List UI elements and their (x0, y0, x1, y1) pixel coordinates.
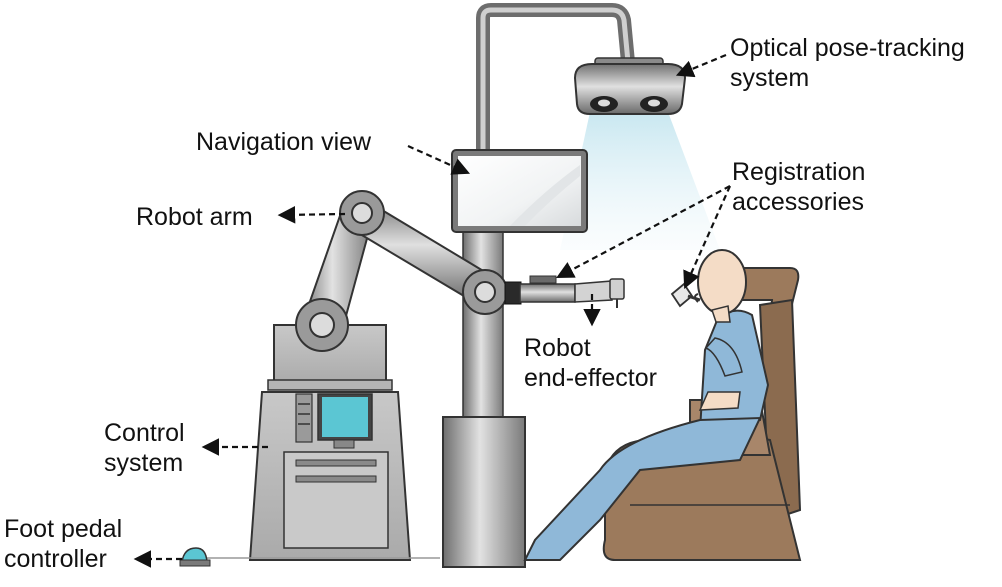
label-control-system: Control system (104, 418, 185, 478)
patient (523, 249, 770, 561)
label-foot-pedal-line2: controller (4, 545, 107, 573)
tracking-beam (560, 112, 720, 250)
arrow-navigation (407, 144, 471, 175)
optical-tracker (573, 57, 687, 115)
label-control-line1: Control (104, 419, 185, 447)
arrow-robot-arm (277, 205, 346, 224)
callout-arrows (133, 53, 732, 568)
label-registration-line2: accessories (732, 188, 864, 216)
end-effector (504, 275, 625, 308)
label-end-effector-line1: Robot (524, 334, 591, 362)
arrow-optical (675, 53, 727, 78)
arrow-registration-1 (556, 185, 731, 279)
label-optical-line1: Optical pose-tracking (730, 34, 965, 62)
label-registration-line1: Registration (732, 158, 866, 186)
label-end-effector-line2: end-effector (524, 364, 657, 392)
control-cabinet (248, 324, 412, 561)
robot-arm (295, 190, 508, 352)
pole-base (442, 416, 526, 568)
label-optical-tracking: Optical pose-tracking system (730, 33, 965, 93)
label-navigation-view: Navigation view (196, 128, 372, 156)
label-foot-pedal-line1: Foot pedal (4, 515, 123, 543)
label-control-line2: system (104, 449, 184, 477)
foot-pedal (179, 547, 440, 567)
label-robot-arm: Robot arm (136, 203, 253, 231)
navigation-monitor (451, 149, 588, 233)
label-registration: Registration accessories (732, 157, 865, 217)
label-foot-pedal: Foot pedal controller (4, 514, 122, 574)
label-optical-line2: system (730, 64, 810, 92)
arrow-registration-2 (683, 185, 732, 290)
registration-accessory (670, 282, 701, 308)
label-end-effector: Robot end-effector (524, 333, 657, 393)
